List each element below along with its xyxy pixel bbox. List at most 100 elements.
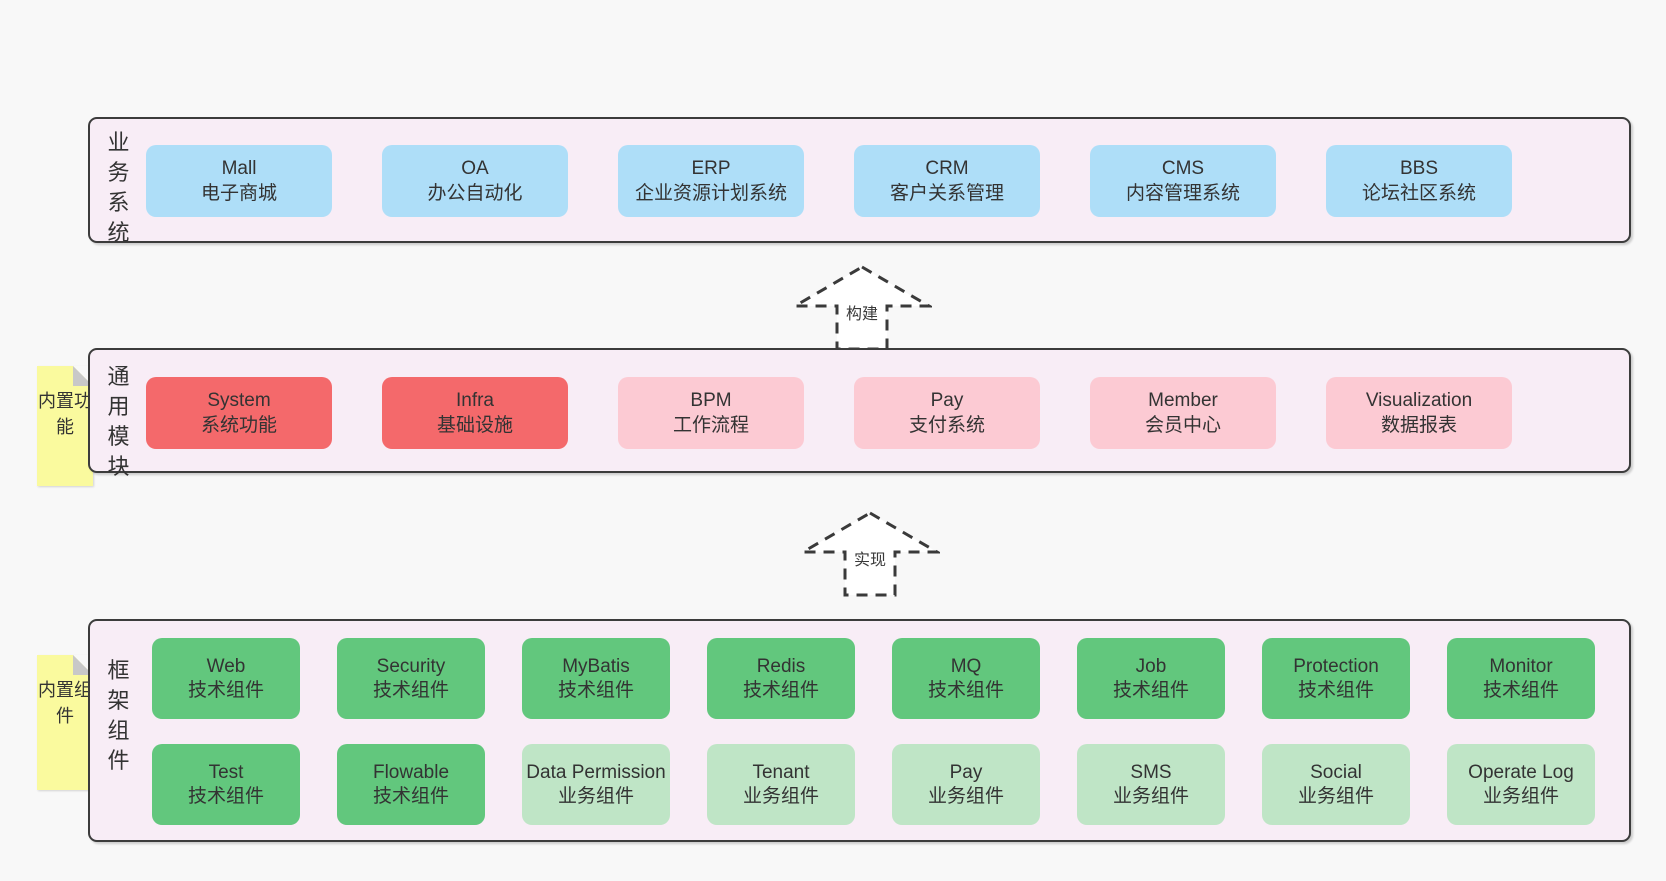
- layer-label-common-modules: 通用模块: [107, 364, 130, 479]
- layer-common-modules: 通用模块 System 系统功能 Infra 基础设施 BPM 工作流程 Pay…: [88, 348, 1631, 479]
- box-subtitle: 内容管理系统: [1125, 183, 1240, 204]
- box-subtitle: 技术组件: [187, 679, 264, 701]
- box-cms: CMS 内容管理系统: [1090, 145, 1276, 217]
- box-subtitle: 技术组件: [1112, 679, 1189, 701]
- box-subtitle: 技术组件: [372, 679, 449, 701]
- box-subtitle: 支付系统: [908, 415, 985, 436]
- box-title: ERP: [691, 158, 731, 179]
- box-monitor: Monitor 技术组件: [1447, 638, 1595, 719]
- component-box-row-2: Test 技术组件 Flowable 技术组件 Data Permission …: [152, 744, 1595, 825]
- box-subtitle: 技术组件: [1297, 679, 1374, 701]
- sticky-note-builtin-features: 内置功能: [37, 366, 93, 486]
- box-title: Monitor: [1489, 655, 1553, 677]
- box-title: Flowable: [372, 761, 450, 783]
- box-subtitle: 业务组件: [927, 785, 1004, 807]
- box-operate-log: Operate Log 业务组件: [1447, 744, 1595, 825]
- box-title: OA: [461, 158, 489, 179]
- box-subtitle: 技术组件: [927, 679, 1004, 701]
- box-web: Web 技术组件: [152, 638, 300, 719]
- box-data-permission: Data Permission 业务组件: [522, 744, 670, 825]
- box-redis: Redis 技术组件: [707, 638, 855, 719]
- box-member: Member 会员中心: [1090, 377, 1276, 449]
- note-label: 内置功能: [38, 391, 92, 437]
- note-label: 内置组件: [38, 680, 92, 726]
- box-infra: Infra 基础设施: [382, 377, 568, 449]
- box-title: Data Permission: [526, 761, 666, 783]
- arrow-label-implement: 实现: [850, 550, 890, 572]
- box-subtitle: 系统功能: [200, 415, 277, 436]
- box-job: Job 技术组件: [1077, 638, 1225, 719]
- box-test: Test 技术组件: [152, 744, 300, 825]
- box-title: Pay: [949, 761, 983, 783]
- layer-label-business-systems: 业务系统: [107, 130, 130, 245]
- box-subtitle: 技术组件: [557, 679, 634, 701]
- box-title: SMS: [1130, 761, 1172, 783]
- box-title: MyBatis: [562, 655, 630, 677]
- layer-framework-components: 框架组件 Web 技术组件 Security 技术组件 MyBatis 技术组件…: [88, 619, 1631, 842]
- box-title: MQ: [950, 655, 982, 677]
- component-box-row-1: Web 技术组件 Security 技术组件 MyBatis 技术组件 Redi…: [152, 638, 1595, 719]
- box-protection: Protection 技术组件: [1262, 638, 1410, 719]
- box-title: Pay: [930, 390, 964, 411]
- box-mybatis: MyBatis 技术组件: [522, 638, 670, 719]
- box-title: CMS: [1161, 158, 1205, 179]
- box-title: Visualization: [1365, 390, 1473, 411]
- box-oa: OA 办公自动化: [382, 145, 568, 217]
- arrow-label-build: 构建: [842, 304, 882, 326]
- box-subtitle: 数据报表: [1380, 415, 1457, 436]
- box-subtitle: 业务组件: [1482, 785, 1559, 807]
- box-pay-component: Pay 业务组件: [892, 744, 1040, 825]
- box-subtitle: 技术组件: [187, 785, 264, 807]
- box-subtitle: 技术组件: [372, 785, 449, 807]
- box-subtitle: 工作流程: [672, 415, 749, 436]
- layer-business-systems: 业务系统 Mall 电子商城 OA 办公自动化 ERP 企业资源计划系统 CRM…: [88, 117, 1631, 245]
- box-subtitle: 业务组件: [1112, 785, 1189, 807]
- box-erp: ERP 企业资源计划系统: [618, 145, 804, 217]
- box-bbs: BBS 论坛社区系统: [1326, 145, 1512, 217]
- box-title: Social: [1310, 761, 1362, 783]
- arrow-up-implement-icon: 实现: [800, 510, 940, 598]
- box-title: Redis: [756, 655, 806, 677]
- box-title: System: [207, 390, 271, 411]
- box-subtitle: 技术组件: [742, 679, 819, 701]
- box-title: Security: [376, 655, 446, 677]
- box-title: Protection: [1293, 655, 1379, 677]
- box-title: Member: [1148, 390, 1218, 411]
- box-subtitle: 客户关系管理: [889, 183, 1004, 204]
- box-title: Job: [1135, 655, 1167, 677]
- box-subtitle: 企业资源计划系统: [634, 183, 787, 204]
- box-security: Security 技术组件: [337, 638, 485, 719]
- box-pay-system: Pay 支付系统: [854, 377, 1040, 449]
- box-bpm: BPM 工作流程: [618, 377, 804, 449]
- box-title: Mall: [221, 158, 257, 179]
- box-crm: CRM 客户关系管理: [854, 145, 1040, 217]
- box-subtitle: 业务组件: [742, 785, 819, 807]
- box-title: Tenant: [752, 761, 810, 783]
- box-subtitle: 电子商城: [200, 183, 277, 204]
- box-mall: Mall 电子商城: [146, 145, 332, 217]
- box-subtitle: 业务组件: [1297, 785, 1374, 807]
- business-box-row: Mall 电子商城 OA 办公自动化 ERP 企业资源计划系统 CRM 客户关系…: [146, 145, 1512, 217]
- box-title: BPM: [690, 390, 732, 411]
- box-subtitle: 基础设施: [436, 415, 513, 436]
- box-system: System 系统功能: [146, 377, 332, 449]
- box-subtitle: 业务组件: [557, 785, 634, 807]
- box-sms: SMS 业务组件: [1077, 744, 1225, 825]
- box-title: Test: [208, 761, 244, 783]
- box-title: CRM: [925, 158, 969, 179]
- box-visualization: Visualization 数据报表: [1326, 377, 1512, 449]
- arrow-up-build-icon: 构建: [792, 264, 932, 352]
- box-subtitle: 技术组件: [1482, 679, 1559, 701]
- sticky-note-builtin-components: 内置组件: [37, 655, 93, 790]
- box-social: Social 业务组件: [1262, 744, 1410, 825]
- box-subtitle: 论坛社区系统: [1361, 183, 1476, 204]
- box-mq: MQ 技术组件: [892, 638, 1040, 719]
- box-subtitle: 会员中心: [1144, 415, 1221, 436]
- box-title: Operate Log: [1468, 761, 1574, 783]
- module-box-row: System 系统功能 Infra 基础设施 BPM 工作流程 Pay 支付系统…: [146, 377, 1512, 449]
- box-subtitle: 办公自动化: [427, 183, 523, 204]
- box-title: BBS: [1399, 158, 1439, 179]
- box-title: Web: [206, 655, 246, 677]
- box-tenant: Tenant 业务组件: [707, 744, 855, 825]
